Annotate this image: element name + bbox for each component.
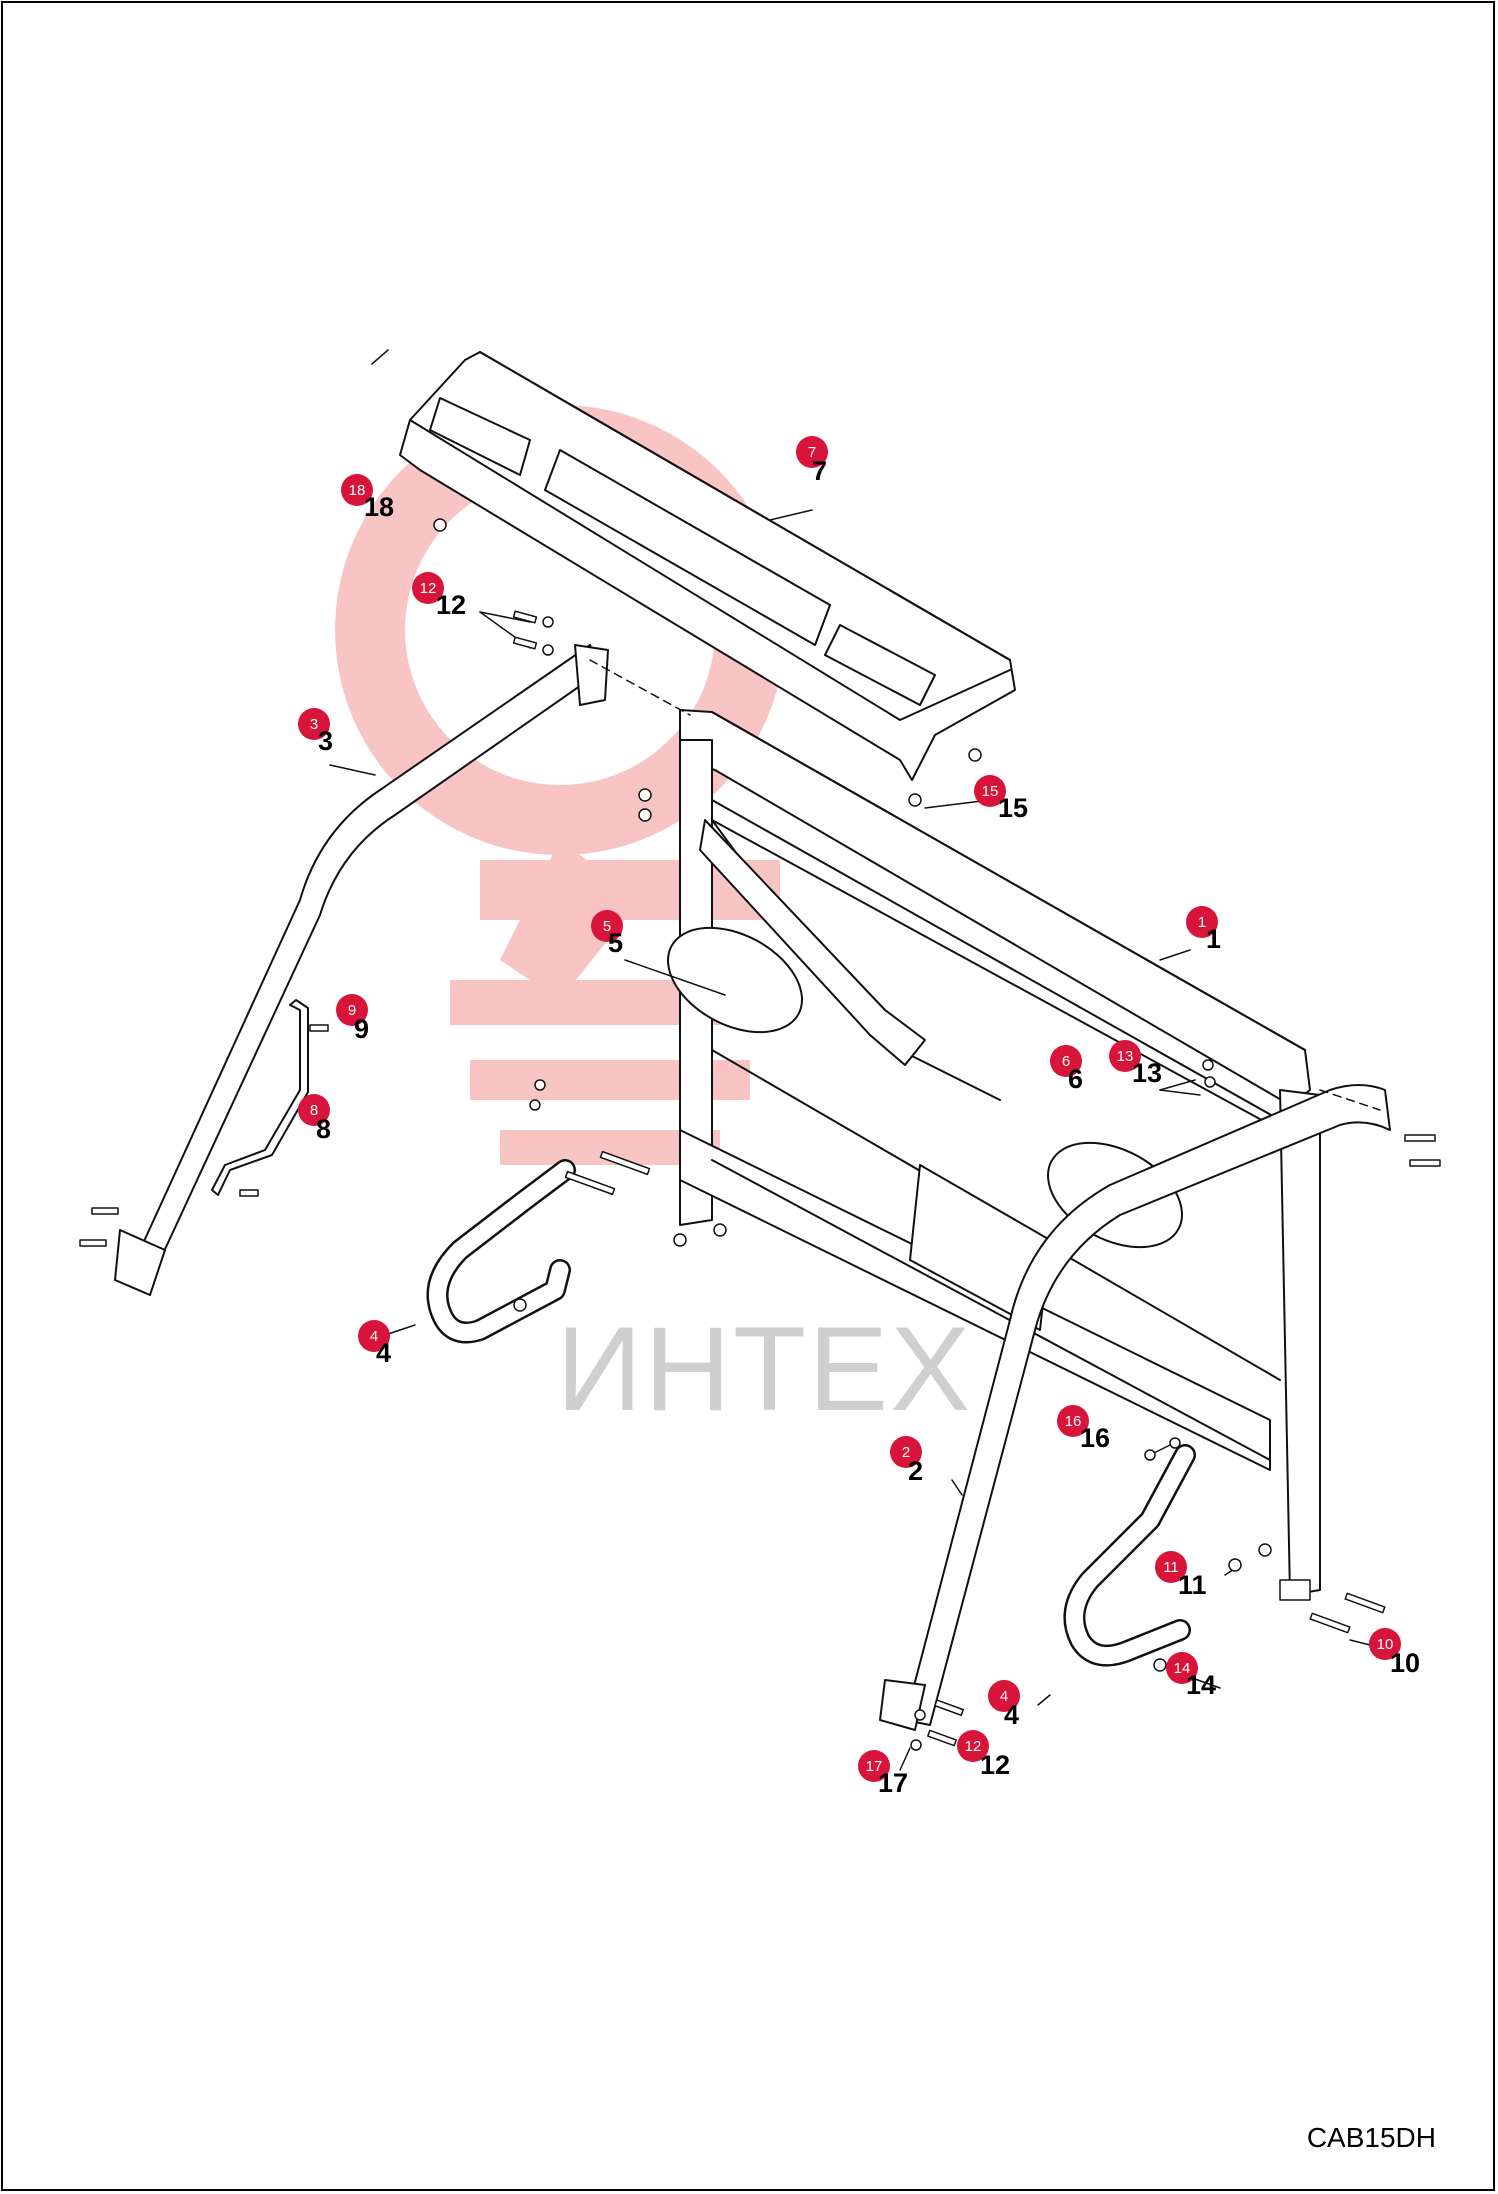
callout-9-label: 9 xyxy=(354,1014,370,1044)
callout-7-label: 7 xyxy=(812,456,828,486)
callout-7-badge: 7 xyxy=(796,436,828,468)
watermark-text: ИНТЕХ xyxy=(556,1302,973,1436)
callout-18-label: 18 xyxy=(364,492,395,522)
callout-8-badge: 8 xyxy=(298,1094,330,1126)
callout-12b-label: 12 xyxy=(980,1750,1011,1780)
diagonal-brace xyxy=(699,819,926,1066)
part-2-right-rollbar xyxy=(879,1084,1391,1731)
callout-17-label: 17 xyxy=(878,1768,909,1798)
callout-5-badge: 5 xyxy=(591,910,623,942)
part-8-bracket xyxy=(211,999,309,1196)
callout-4b-badge: 4 xyxy=(988,1680,1020,1712)
callout-14-badge: 14 xyxy=(1166,1652,1198,1684)
callout-2-label: 2 xyxy=(908,1456,924,1486)
callout-3-badge: 3 xyxy=(298,708,330,740)
callout-8-label: 8 xyxy=(316,1114,332,1144)
callout-4b-label: 4 xyxy=(1004,1700,1020,1730)
callout-15-badge: 15 xyxy=(974,775,1006,807)
part-7-top-panel xyxy=(399,351,1016,781)
callout-4-badge: 4 xyxy=(358,1320,390,1352)
hardware-fasteners xyxy=(79,518,1441,1751)
part-3-left-rollbar xyxy=(114,644,609,1296)
callout-1-badge: 1 xyxy=(1186,906,1218,938)
callout-17-badge: 17 xyxy=(858,1750,890,1782)
callout-11-badge: 11 xyxy=(1155,1551,1187,1583)
callout-10-badge: 10 xyxy=(1369,1628,1401,1660)
callout-9-badge: 9 xyxy=(336,994,368,1026)
callout-6-badge: 6 xyxy=(1050,1045,1082,1077)
callout-6-label: 6 xyxy=(1068,1064,1084,1094)
callout-1-label: 1 xyxy=(1206,924,1222,954)
part-4-right-handle-inner xyxy=(1065,1446,1194,1665)
part-5-headrest xyxy=(667,926,803,1034)
callout-5-label: 5 xyxy=(608,928,624,958)
callout-10-label: 10 xyxy=(1390,1648,1421,1678)
part-1-main-frame xyxy=(679,709,1321,1596)
dashed-assembly-lines xyxy=(589,659,1381,1111)
callout-14-label: 14 xyxy=(1186,1670,1217,1700)
callout-2-badge: 2 xyxy=(890,1436,922,1468)
part-4-left-handle-inner xyxy=(429,1161,574,1341)
callout-16-label: 16 xyxy=(1080,1423,1111,1453)
drawing-code: CAB15DH xyxy=(1306,2122,1436,2153)
callout-12-badge: 12 xyxy=(412,572,444,604)
callout-13-label: 13 xyxy=(1132,1058,1163,1088)
callout-3-label: 3 xyxy=(318,726,334,756)
callout-16-badge: 16 xyxy=(1057,1405,1089,1437)
callout-4-label: 4 xyxy=(376,1338,392,1368)
callout-12-label: 12 xyxy=(436,590,467,620)
callout-18-badge: 18 xyxy=(341,474,373,506)
callout-13-badge: 13 xyxy=(1109,1040,1141,1072)
callout-15-label: 15 xyxy=(998,793,1029,823)
callout-11-label: 11 xyxy=(1178,1570,1207,1600)
callout-12b-badge: 12 xyxy=(957,1730,989,1762)
